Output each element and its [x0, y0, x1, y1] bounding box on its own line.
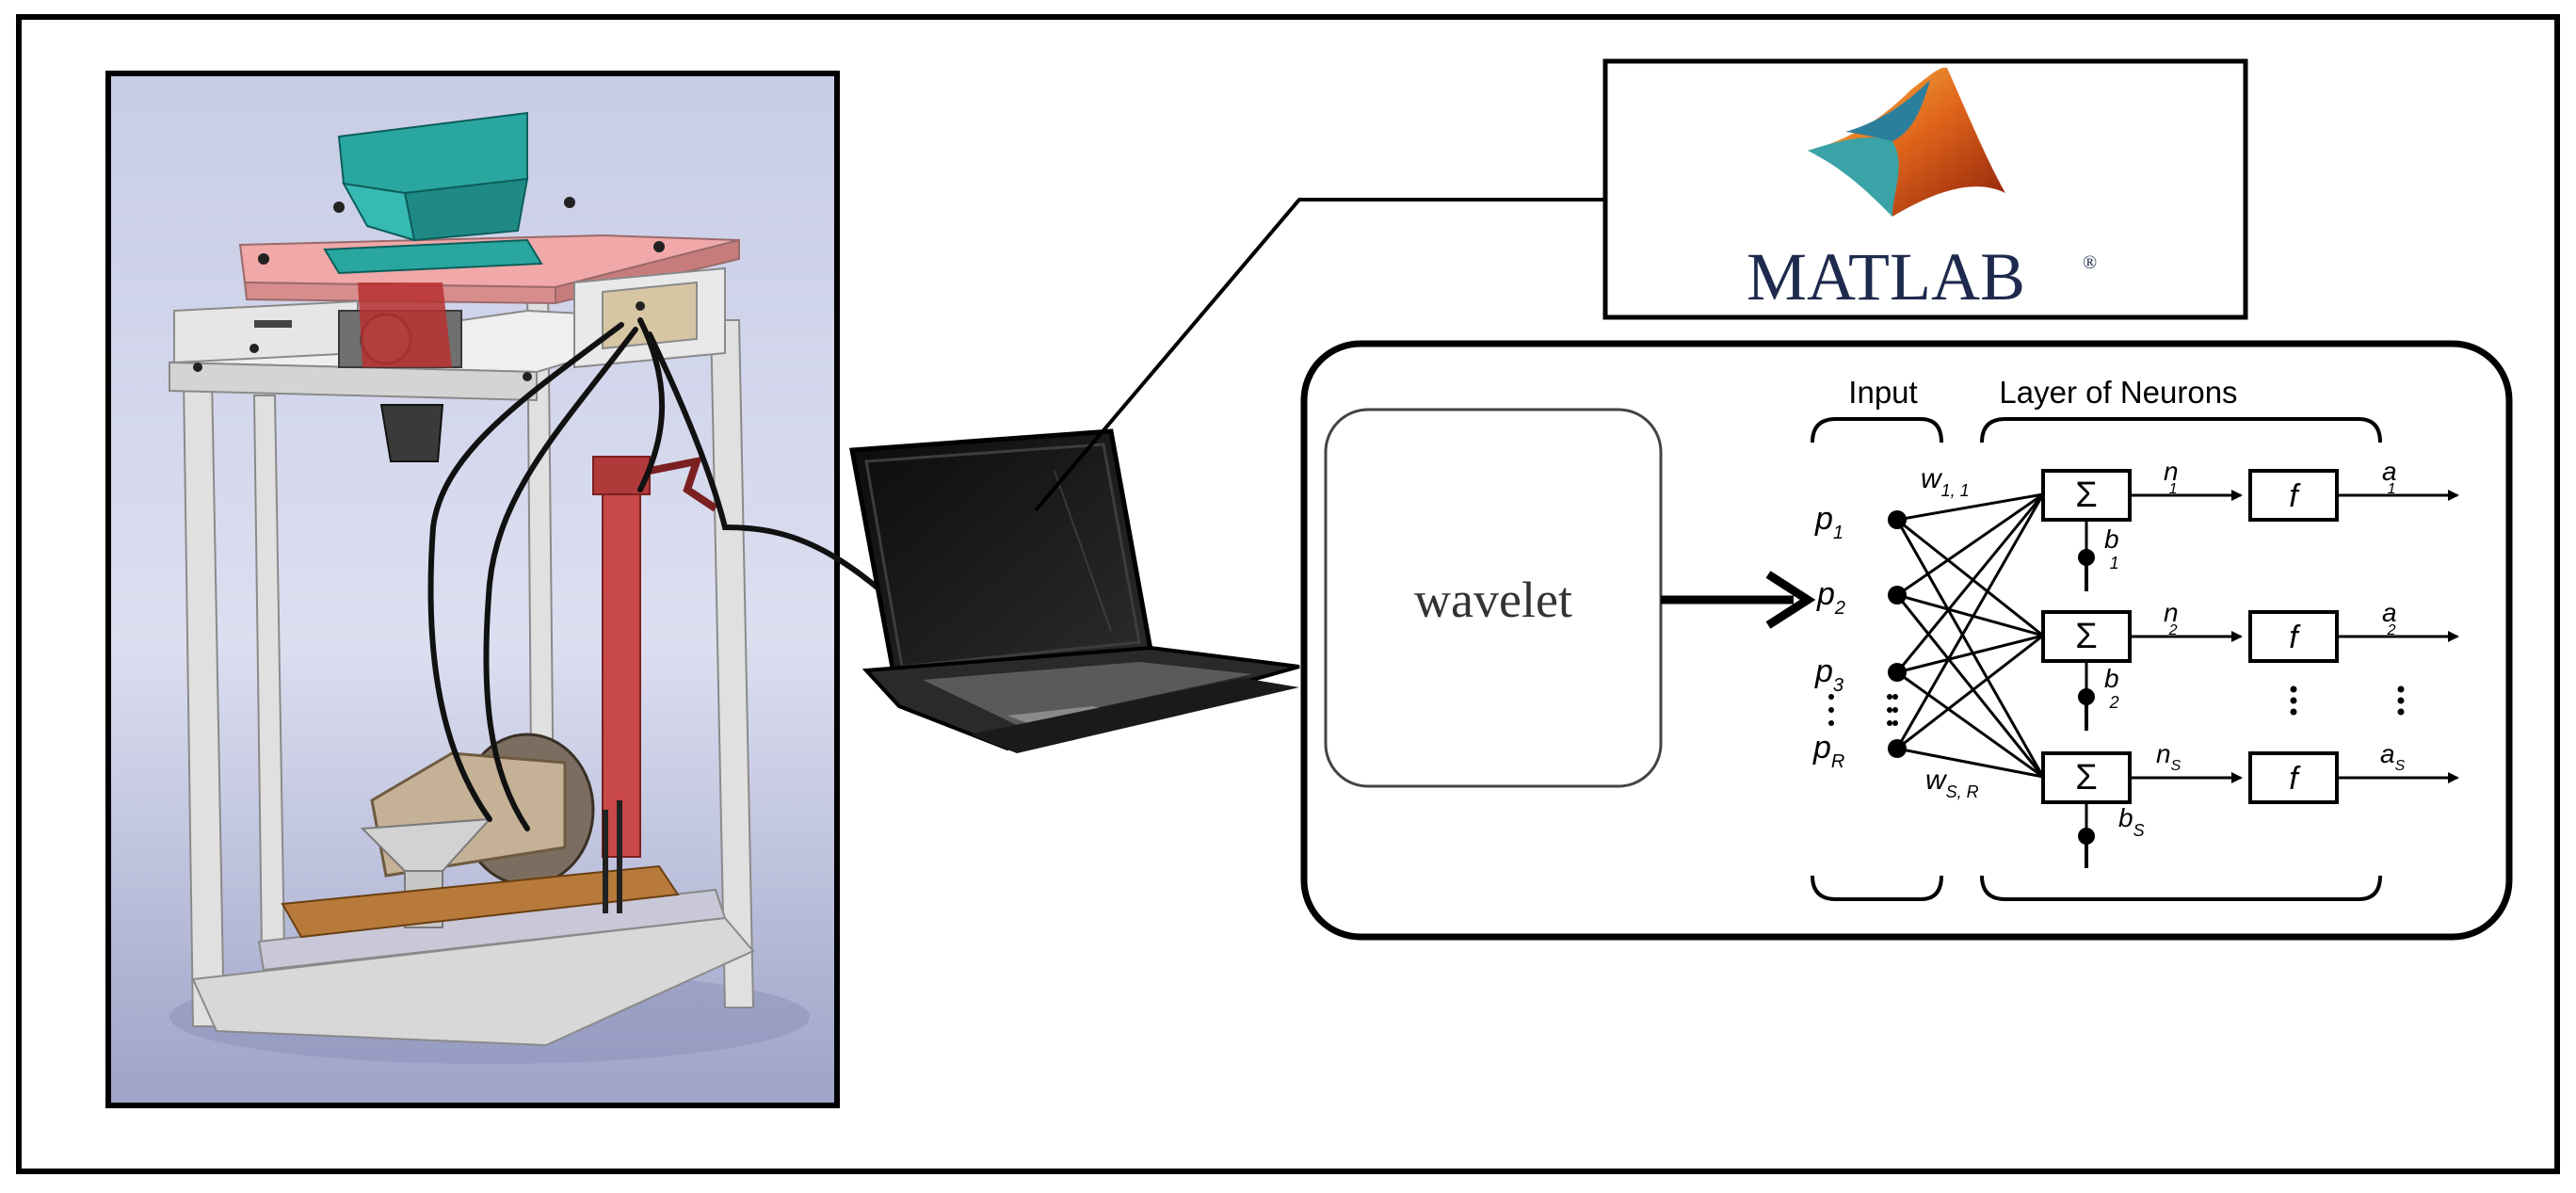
- processing-panel: wavelet Input Layer of Neurons: [1300, 340, 2513, 941]
- weight-label-last: wS, R: [1925, 765, 1979, 801]
- svg-text:Σ: Σ: [2075, 758, 2098, 798]
- input-brace-bottom: [1811, 875, 1943, 901]
- hopper: [323, 111, 543, 275]
- matlab-logo: [1808, 67, 2005, 218]
- cables: [427, 317, 954, 831]
- matlab-wordmark: MATLAB: [1747, 239, 2025, 314]
- layer-header: Layer of Neurons: [1999, 375, 2237, 410]
- transfer-node-S: [2248, 751, 2339, 804]
- net-label-S: nS: [2156, 739, 2182, 774]
- input-ellipsis: [1828, 694, 1898, 726]
- matlab-registered-mark: ®: [2083, 252, 2097, 273]
- weight-connections: [1895, 492, 2045, 779]
- input-label-p2: p2: [1816, 576, 1845, 619]
- transfer-node-2: [2248, 610, 2339, 663]
- weight-label-first: w1, 1: [1921, 463, 1970, 500]
- matlab-logo-box: MATLAB ®: [1602, 58, 2248, 320]
- output-label-S: aS: [2380, 739, 2406, 774]
- wavelet-label: wavelet: [1414, 572, 1572, 628]
- layer-brace-top: [1980, 417, 2382, 443]
- input-nodes: [1888, 510, 1907, 758]
- neuron-row-S: Σ bS nS f aS: [2041, 739, 2459, 868]
- input-label-p3: p3: [1814, 653, 1843, 696]
- motor-box: [173, 299, 359, 364]
- outer-frame: [16, 14, 2560, 1174]
- drum-assembly: [281, 733, 680, 939]
- input-header: Input: [1848, 375, 1917, 410]
- input-label-pR: pR: [1812, 730, 1844, 772]
- bias-label-S: bS: [2118, 803, 2145, 840]
- input-brace-top: [1811, 417, 1943, 443]
- input-labels: p1 p2 p3 pR: [1812, 501, 1845, 772]
- svg-text:Σ: Σ: [2075, 476, 2098, 515]
- layer-brace-bottom: [1980, 875, 2382, 901]
- svg-text:Σ: Σ: [2075, 617, 2098, 656]
- laptop: [849, 198, 1605, 753]
- transfer-node-1: [2248, 469, 2339, 522]
- red-column: [592, 456, 718, 858]
- summation-node-S: [2041, 751, 2132, 804]
- connector-line: [1034, 198, 1605, 512]
- neuron-ellipsis: [2290, 685, 2405, 716]
- input-label-p1: p1: [1814, 501, 1843, 543]
- machine-render: [105, 71, 954, 1108]
